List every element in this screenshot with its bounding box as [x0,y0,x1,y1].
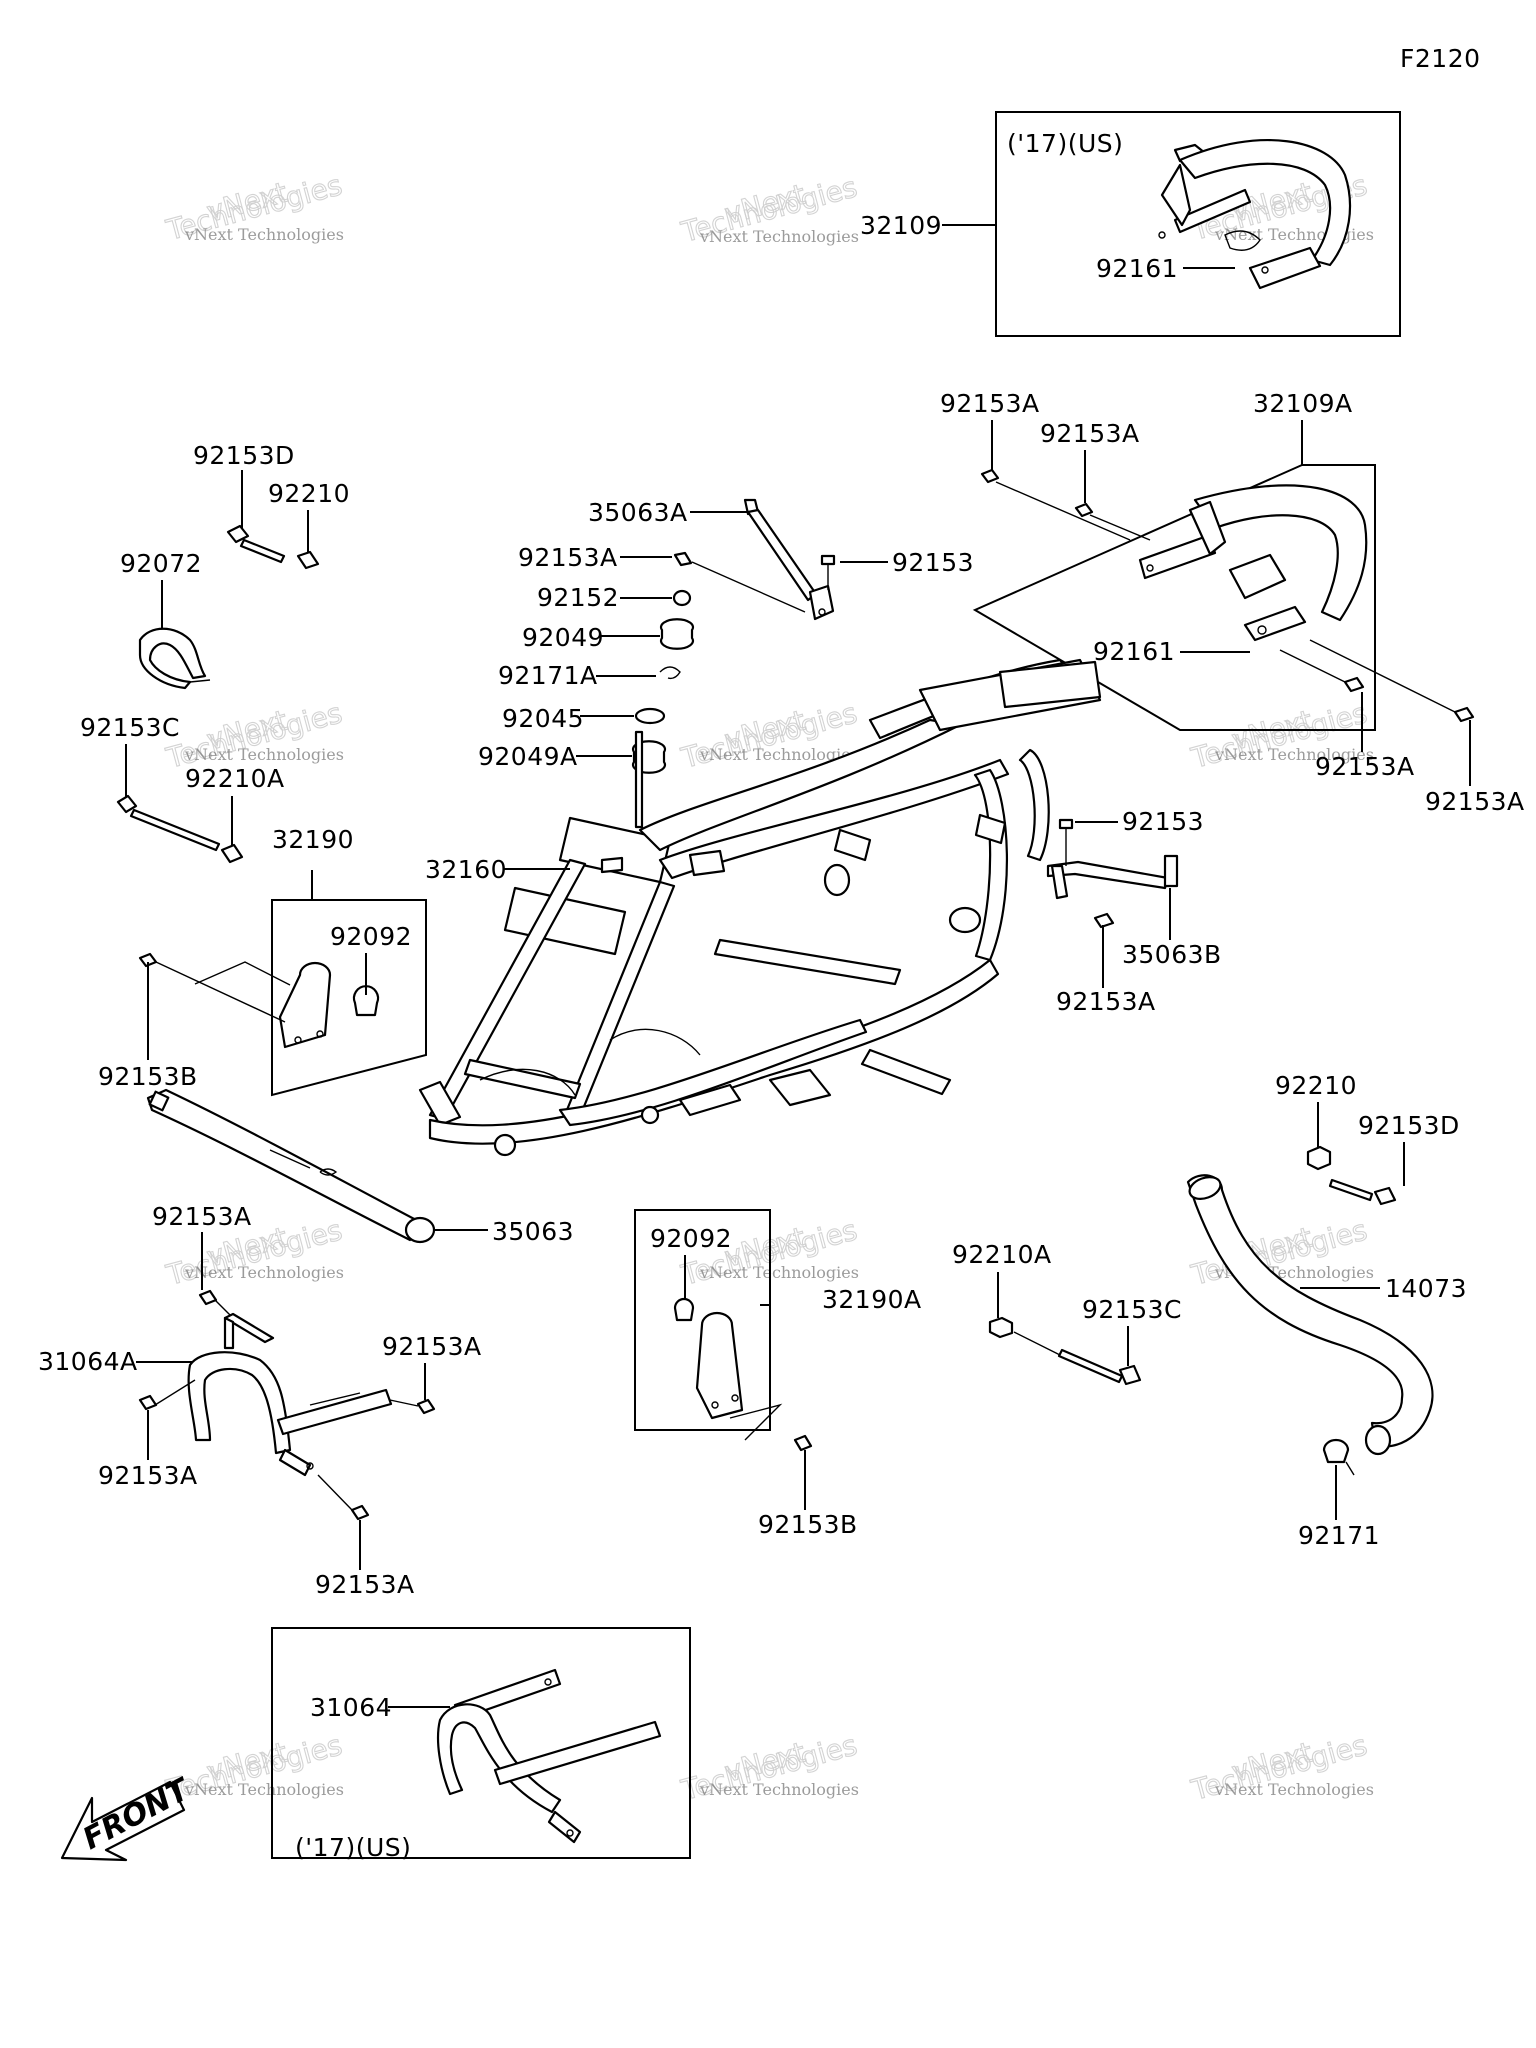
guard-31064A-drawing [138,1289,436,1521]
part-label-92171: 92171 [1298,1521,1380,1550]
watermark: Technologies vNext vNext Technologies [1187,696,1374,776]
clip-92171A-icon [659,666,681,680]
damper-92045-icon [634,707,666,725]
part-label-92092-left: 92092 [330,922,412,951]
inset-frame [271,1627,691,1859]
front-label: FRONT [77,1771,197,1857]
part-label-92153B-mid: 92153B [758,1510,858,1539]
guard-31064-drawing [436,1668,662,1844]
part-label-32190A: 32190A [822,1285,922,1314]
bolt-92153C-mid-drawing [1057,1348,1142,1386]
svg-text:vNext Technologies: vNext Technologies [1214,1780,1374,1799]
svg-text:vNext Technologies: vNext Technologies [184,1780,344,1799]
part-label-92049A: 92049A [478,742,578,771]
mount-32190A-drawing [673,1297,813,1452]
part-label-92072: 92072 [120,549,202,578]
bolt-92153A-3-icon [673,551,693,567]
clamp-92171-drawing [1322,1438,1355,1476]
svg-text:vNext Technologies: vNext Technologies [699,1263,859,1282]
part-label-92153-1: 92153 [892,548,974,577]
part-label-92045: 92045 [502,704,584,733]
watermark: Technologies vNext vNext Technologies [677,170,861,250]
part-label-92153A-3: 92153A [518,543,618,572]
part-label-92153A-4: 92153A [1315,752,1415,781]
part-label-31064: 31064 [310,1693,392,1722]
inset-note: ('17)(US) [295,1833,411,1862]
watermarks: Technologies vNext vNext Technologies Te… [162,168,1374,1808]
part-label-92153D-top: 92153D [193,441,295,470]
part-label-35063A: 35063A [588,498,688,527]
inset-box-32109: ('17)(US) 32109 92161 [860,111,1401,337]
mount-32190-drawing [278,961,380,1049]
bolt-92153D-top-drawing [226,524,320,570]
mount-box-32190A: 92092 [634,1209,813,1452]
bolt-92153C-left-drawing [116,794,244,864]
watermark: Technologies vNext vNext Technologies [677,1728,861,1808]
part-label-92153A-2: 92153A [1040,419,1140,448]
part-label-92210A-left: 92210A [185,764,285,793]
stay-35063A-drawing [743,498,835,621]
part-label-35063B: 35063B [1122,940,1222,969]
part-label-92210-top: 92210 [268,479,350,508]
svg-text:vNext Technologies: vNext Technologies [699,227,859,246]
svg-text:vNext Technologies: vNext Technologies [184,745,344,764]
figure-code: F2120 [1400,44,1481,73]
part-label-92210A-mid: 92210A [952,1240,1052,1269]
stay-35063B-drawing [1046,818,1179,929]
svg-text:vNext Technologies: vNext Technologies [1214,745,1374,764]
part-label-92153A-1: 92153A [940,389,1040,418]
part-label-92161-top: 92161 [1096,254,1178,283]
part-label-92153C-left: 92153C [80,713,180,742]
svg-text:vNext Technologies: vNext Technologies [184,1263,344,1282]
part-label-92153B-left: 92153B [98,1062,198,1091]
svg-text:vNext Technologies: vNext Technologies [184,225,344,244]
part-label-92153A-7: 92153A [152,1202,252,1231]
band-92072-drawing [138,627,211,690]
front-arrow-icon: FRONT [60,1771,197,1862]
frame-32160-drawing [418,658,1102,1157]
part-label-92152: 92152 [537,583,619,612]
part-label-92171A: 92171A [498,661,598,690]
assembly-32109A [972,440,1475,731]
part-label-92092-mid: 92092 [650,1224,732,1253]
watermark: Technologies vNext vNext Technologies [162,168,346,248]
collar-92152-icon [672,589,692,607]
part-label-32109A: 32109A [1253,389,1353,418]
nut-92210A-mid-icon [988,1316,1014,1339]
part-label-35063: 35063 [492,1217,574,1246]
inset-box-31064: 31064 ('17)(US) [271,1627,691,1862]
part-label-92153A-10: 92153A [315,1570,415,1599]
part-label-32160: 32160 [425,855,507,884]
part-label-92153C-mid: 92153C [1082,1295,1182,1324]
part-label-14073: 14073 [1385,1274,1467,1303]
grab-bar-32109-drawing [1158,138,1352,290]
bolt-92153-1-icon [820,554,836,566]
part-label-92049: 92049 [522,623,604,652]
mount-box-32190: 32190 92092 [138,825,427,1097]
bolt-92153D-right-drawing [1328,1178,1397,1206]
part-label-92153A-9: 92153A [98,1461,198,1490]
nut-92210-right-drawing [1306,1145,1332,1171]
damper-92049-icon [659,618,695,650]
part-label-92161-mid: 92161 [1093,637,1175,666]
part-label-92153A-6: 92153A [1056,987,1156,1016]
stay-35063-drawing [146,1088,436,1244]
part-label-92153A-8: 92153A [382,1332,482,1361]
hose-14073-drawing [1186,1174,1434,1456]
svg-text:vNext Technologies: vNext Technologies [699,745,859,764]
part-label-31064A: 31064A [38,1347,138,1376]
watermark: Technologies vNext vNext Technologies [1187,1728,1374,1808]
part-label-92210-right: 92210 [1275,1071,1357,1100]
part-label-92153-2: 92153 [1122,807,1204,836]
part-label-32109: 32109 [860,211,942,240]
part-label-92153D-right: 92153D [1358,1111,1460,1140]
svg-text:vNext Technologies: vNext Technologies [699,1780,859,1799]
svg-text:vNext Technologies: vNext Technologies [1214,225,1374,244]
part-label-92153A-5: 92153A [1425,787,1525,816]
part-label-32190: 32190 [272,825,354,854]
inset-note: ('17)(US) [1007,129,1123,158]
